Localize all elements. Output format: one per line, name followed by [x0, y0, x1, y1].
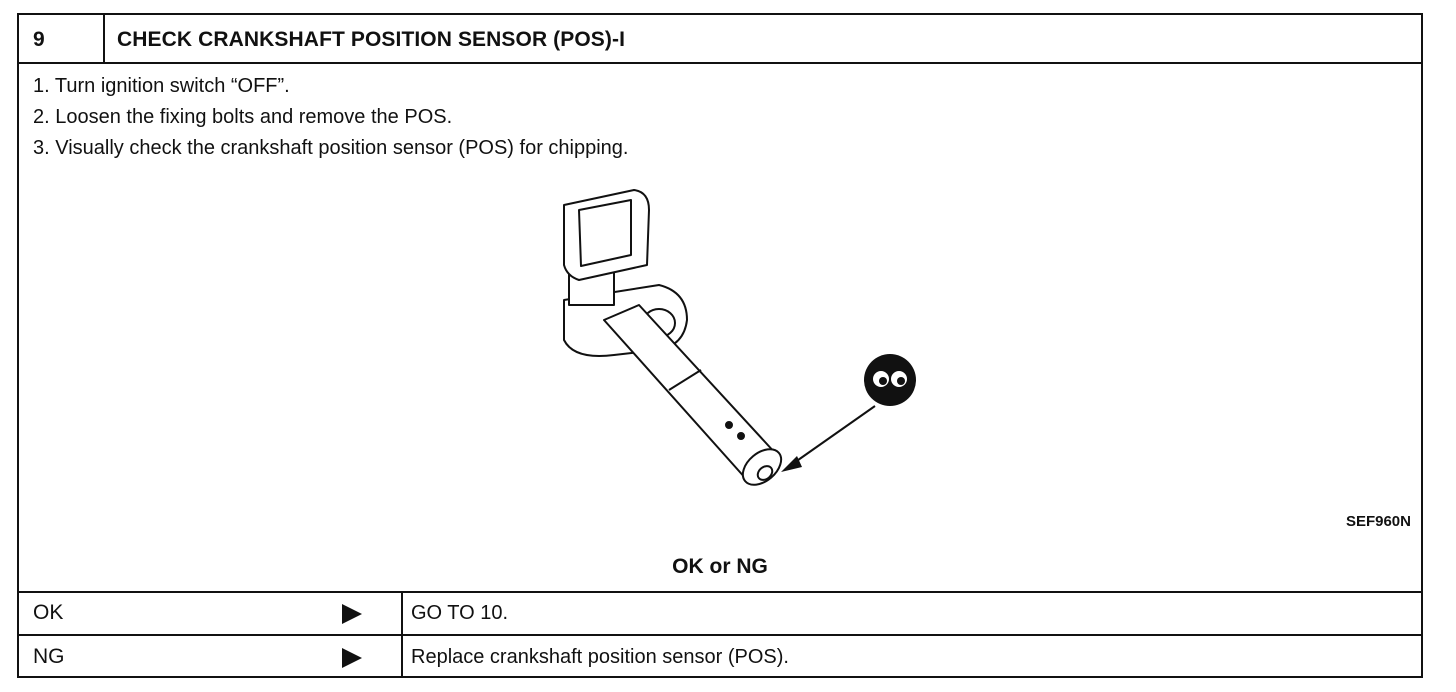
- result-heading: OK or NG: [672, 555, 768, 578]
- header-separator: [19, 62, 1421, 64]
- procedure-title: CHECK CRANKSHAFT POSITION SENSOR (POS)-I: [117, 28, 626, 51]
- arrow-right-icon: [342, 604, 362, 624]
- result-row-separator: [19, 634, 1421, 636]
- result-separator: [19, 591, 1421, 593]
- procedure-table: 9 CHECK CRANKSHAFT POSITION SENSOR (POS)…: [17, 13, 1423, 678]
- result-label-ok: OK: [33, 601, 64, 624]
- figure-reference-code: SEF960N: [1345, 513, 1411, 530]
- instruction-step-1: 1. Turn ignition switch “OFF”.: [33, 75, 290, 97]
- result-label-ng: NG: [33, 645, 65, 668]
- instruction-step-2: 2. Loosen the fixing bolts and remove th…: [33, 106, 453, 128]
- result-action-ok: GO TO 10.: [411, 602, 509, 624]
- step-number: 9: [33, 28, 45, 51]
- header-divider: [103, 15, 105, 62]
- instruction-step-3: 3. Visually check the crankshaft positio…: [33, 137, 629, 159]
- eyes-inspect-icon: [864, 354, 916, 406]
- result-action-ng: Replace crankshaft position sensor (POS)…: [411, 646, 789, 668]
- crankshaft-sensor-illustration: [563, 189, 876, 486]
- arrow-right-icon: [342, 648, 362, 668]
